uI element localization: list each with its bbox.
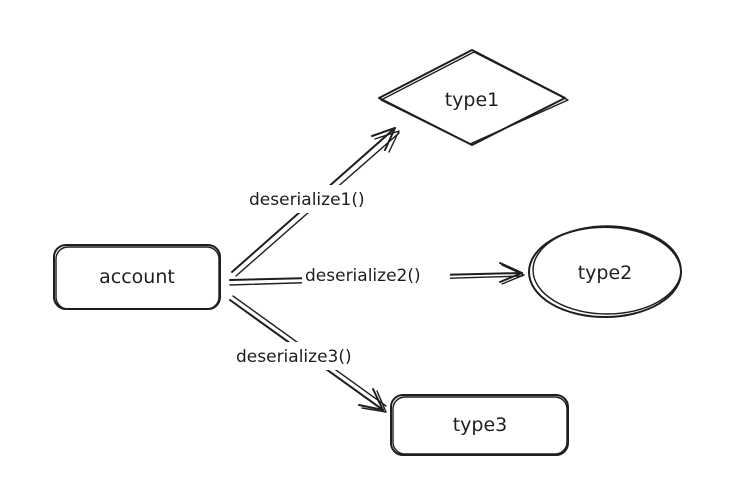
edge-deserialize1[interactable]: deserialize1() (231, 127, 411, 277)
node-account-label: account (99, 266, 175, 288)
node-type1[interactable]: type1 (378, 49, 569, 146)
node-account[interactable]: account (53, 244, 221, 310)
node-type3[interactable]: type3 (390, 394, 569, 456)
node-type3-label: type3 (453, 414, 508, 436)
edge-deserialize3-label-bg (234, 342, 384, 370)
edge-deserialize2-label: deserialize2() (305, 266, 421, 286)
node-type2[interactable]: type2 (528, 225, 682, 318)
edge-deserialize3[interactable]: deserialize3() (229, 295, 387, 413)
node-type1-label: type1 (445, 89, 500, 111)
edge-deserialize2-label-bg (302, 262, 450, 288)
edge-deserialize1-label-bg (246, 185, 411, 213)
node-type2-label: type2 (578, 262, 633, 284)
edge-deserialize3-label: deserialize3() (236, 347, 352, 367)
edge-deserialize2[interactable]: deserialize2() (229, 262, 525, 288)
edge-deserialize1-label: deserialize1() (249, 190, 365, 210)
